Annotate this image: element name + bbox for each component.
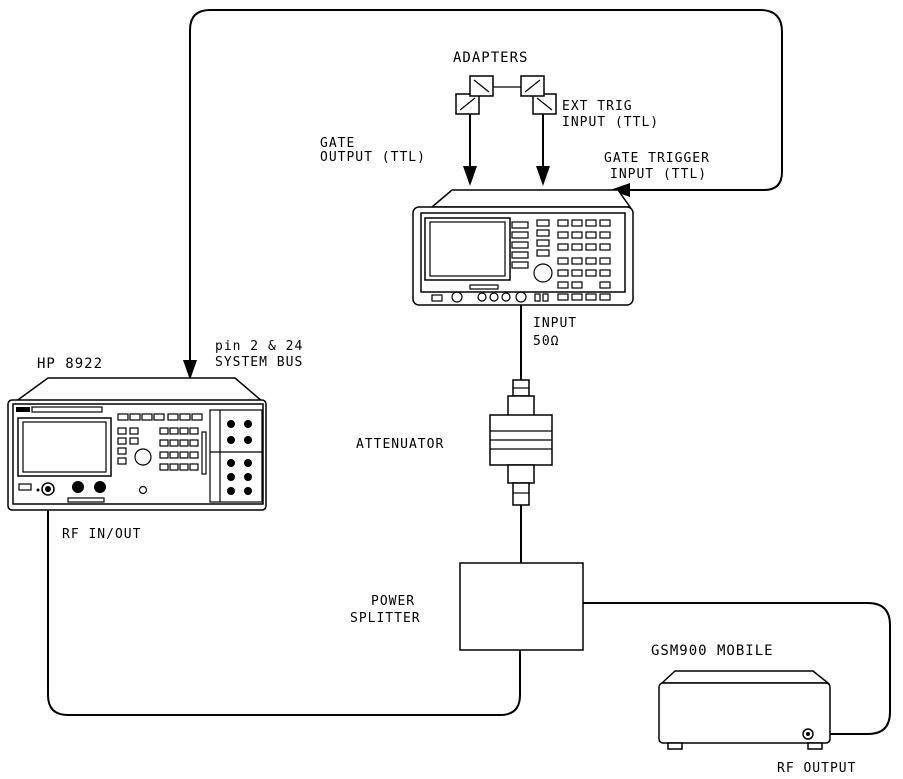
label-pin-1: pin 2 & 24	[215, 339, 303, 354]
label-power: POWER	[371, 594, 415, 609]
label-ext-trig-2: INPUT (TTL)	[562, 115, 659, 130]
system-bus-cable	[189, 9, 783, 365]
label-gsm900-mobile: GSM900 MOBILE	[651, 643, 774, 659]
spectrum-analyzer	[412, 189, 634, 306]
label-splitter: SPLITTER	[350, 611, 421, 626]
label-gate-output-1: GATE	[320, 136, 355, 151]
label-attenuator: ATTENUATOR	[356, 437, 444, 452]
label-gate-trigger-1: GATE TRIGGER	[604, 151, 710, 166]
hp-8922-instrument	[7, 377, 267, 511]
label-hp8922: HP 8922	[37, 356, 103, 372]
adapter-left	[455, 75, 494, 115]
power-splitter-box	[459, 562, 584, 651]
label-gate-trigger-2: INPUT (TTL)	[610, 167, 707, 182]
splitter-mobile-cable	[583, 602, 891, 735]
label-adapters: ADAPTERS	[453, 50, 528, 66]
ext-trig-arrowhead	[536, 166, 550, 186]
label-input-1: INPUT	[533, 316, 577, 331]
rf-inout-cable	[47, 497, 521, 716]
gate-output-arrowhead	[463, 166, 477, 186]
attenuator	[489, 379, 553, 506]
gsm900-mobile	[658, 670, 831, 750]
label-rf-inout: RF IN/OUT	[62, 527, 141, 542]
system-bus-arrowhead	[183, 360, 197, 380]
label-input-2: 50Ω	[533, 334, 559, 349]
adapter-right	[520, 75, 557, 115]
label-rf-output: RF OUTPUT	[777, 761, 856, 776]
label-ext-trig-1: EXT TRIG	[562, 99, 633, 114]
label-gate-output-2: OUTPUT (TTL)	[320, 150, 426, 165]
label-pin-2: SYSTEM BUS	[215, 355, 303, 370]
gate-trigger-arrowhead	[610, 183, 630, 197]
